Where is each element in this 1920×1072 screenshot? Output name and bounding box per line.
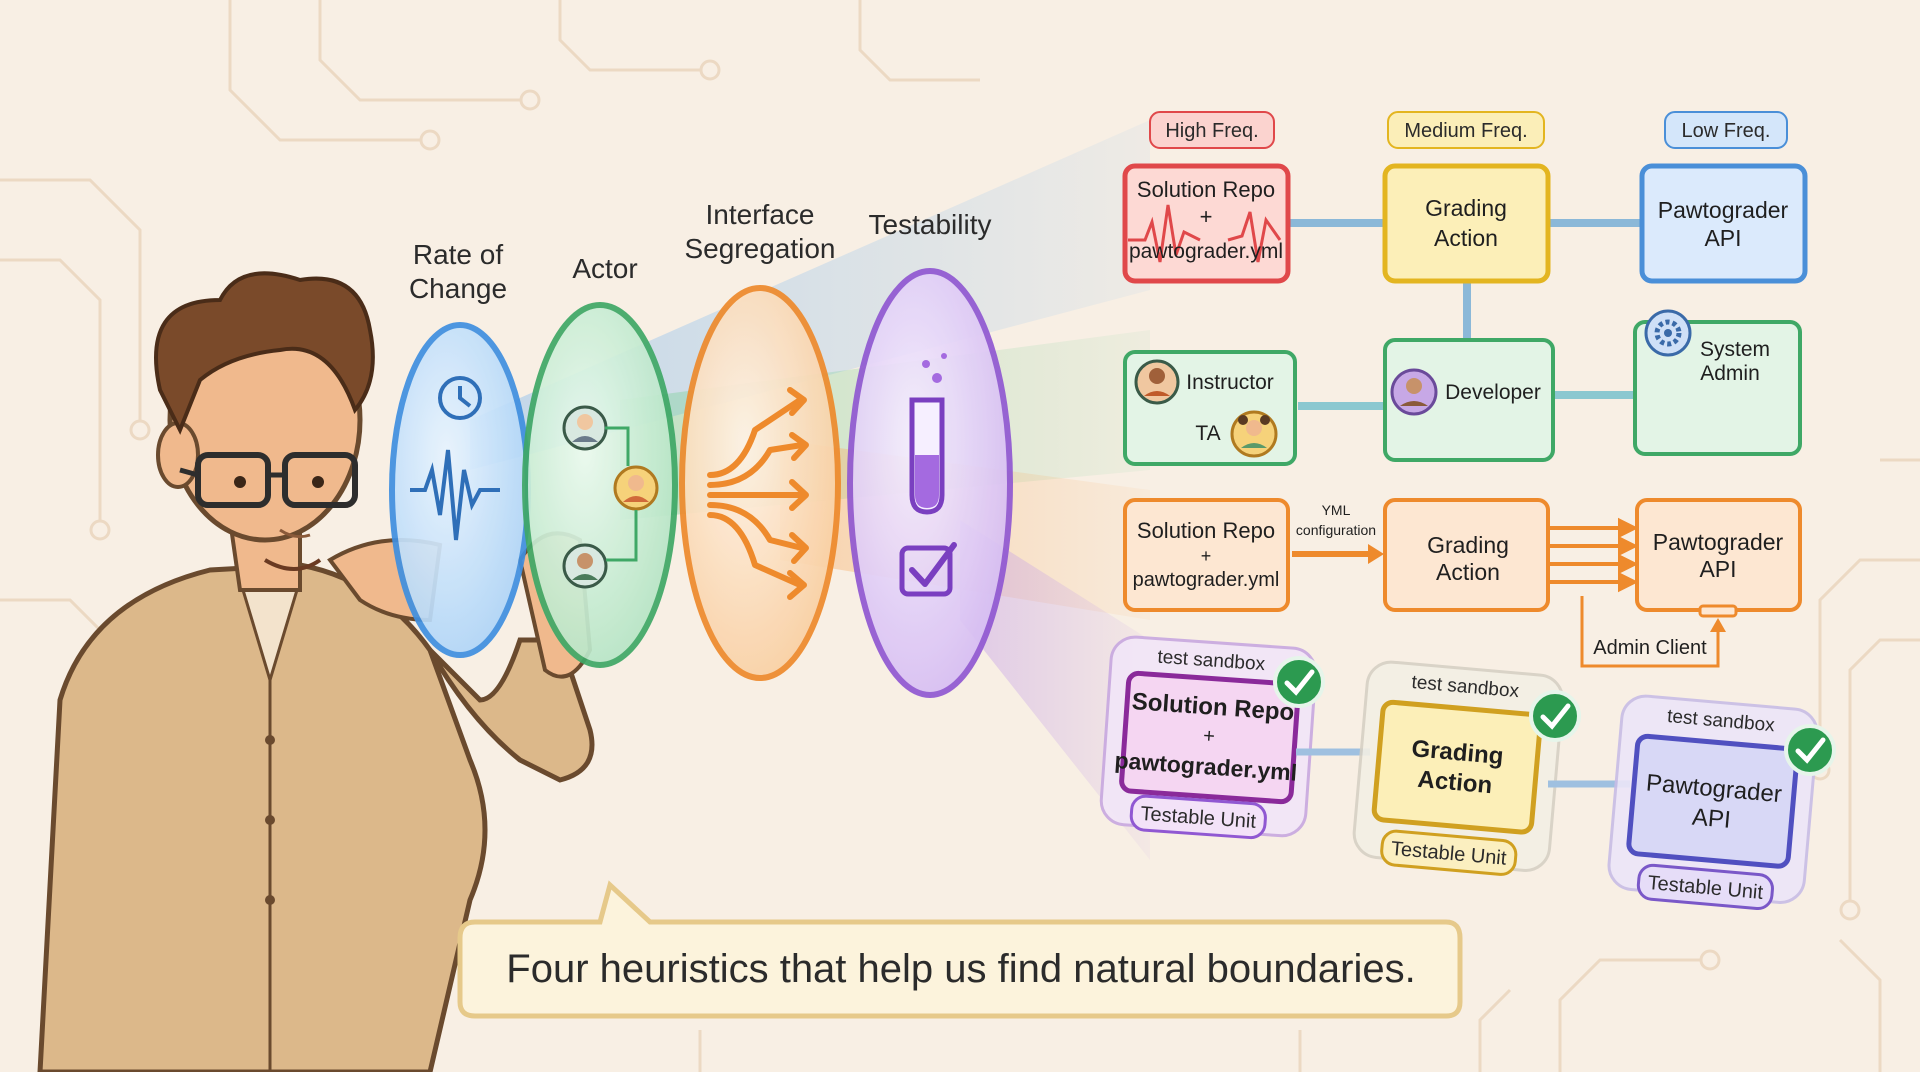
- multi-interface-arrows: [1550, 517, 1639, 593]
- lens-testability: Testability: [847, 209, 1013, 698]
- svg-text:pawtograder.yml: pawtograder.yml: [1129, 240, 1283, 263]
- test-tube-icon: [909, 353, 947, 515]
- row-testability: test sandbox Solution Repo + pawtograder…: [1099, 635, 1836, 911]
- yml-config-label-line1: YML: [1322, 502, 1351, 518]
- lens-rate-title-line2: Change: [409, 273, 507, 304]
- lens-interface-title-line2: Segregation: [684, 233, 835, 264]
- instructor-avatar: [1134, 359, 1180, 405]
- lens-actor-title: Actor: [572, 253, 637, 284]
- svg-text:API: API: [1704, 225, 1741, 251]
- lens-testability-title: Testability: [869, 209, 992, 240]
- svg-text:Action: Action: [1417, 766, 1494, 799]
- svg-text:High Freq.: High Freq.: [1165, 120, 1258, 142]
- svg-text:Grading: Grading: [1427, 532, 1509, 558]
- sandbox-pawtograder-api: test sandbox Pawtograder API Testable Un…: [1607, 694, 1819, 911]
- lens-rate-of-change: Rate of Change: [389, 239, 531, 658]
- waveform-icon: [410, 449, 500, 541]
- yml-config-label-line2: configuration: [1296, 522, 1376, 538]
- sandbox-grading-action: test sandbox Grading Action Testable Uni…: [1352, 660, 1565, 876]
- svg-text:Medium Freq.: Medium Freq.: [1404, 120, 1527, 142]
- developer-label: Developer: [1445, 381, 1541, 404]
- svg-text:Admin: Admin: [1700, 362, 1760, 385]
- svg-text:Action: Action: [1436, 559, 1500, 585]
- check-badge-icon: [1529, 690, 1581, 742]
- row-interface-segregation: Solution Repo + pawtograder.yml YML conf…: [1123, 498, 1802, 668]
- lens-interface-segregation: Interface Segregation: [679, 199, 841, 681]
- tag-low-freq: Low Freq.: [1664, 111, 1788, 149]
- lens-rate-title-line1: Rate of: [413, 239, 503, 270]
- node-grading-action-interface: Grading Action: [1383, 498, 1550, 612]
- svg-text:+: +: [1202, 725, 1215, 748]
- clock-icon: [438, 376, 482, 420]
- svg-text:Low Freq.: Low Freq.: [1682, 120, 1771, 142]
- sandbox-solution-repo: test sandbox Solution Repo + pawtograder…: [1099, 635, 1318, 840]
- row-actor: Instructor TA Developer System: [1123, 309, 1802, 466]
- node-solution-repo-interface: Solution Repo + pawtograder.yml: [1123, 498, 1290, 612]
- svg-text:pawtograder.yml: pawtograder.yml: [1133, 569, 1280, 591]
- speech-text: Four heuristics that help us find natura…: [506, 947, 1415, 991]
- speech-bubble: Four heuristics that help us find natura…: [457, 880, 1463, 1019]
- node-pawtograder-api-interface: Pawtograder API: [1635, 498, 1802, 618]
- tag-high-freq: High Freq.: [1149, 111, 1275, 149]
- node-developer: Developer: [1383, 338, 1555, 462]
- svg-text:+: +: [1201, 546, 1212, 566]
- admin-client-connector: [1580, 596, 1726, 668]
- tag-medium-freq: Medium Freq.: [1387, 111, 1545, 149]
- elder-person-icon: [562, 405, 608, 451]
- svg-text:Solution Repo: Solution Repo: [1137, 177, 1275, 202]
- ta-avatar: [1230, 410, 1278, 458]
- lens-actor: Actor: [522, 253, 678, 668]
- row-rate-of-change: High Freq. Medium Freq. Low Freq. Soluti…: [1122, 111, 1808, 340]
- lens-interface-title-line1: Interface: [706, 199, 815, 230]
- checkbox-check-icon: [899, 542, 957, 597]
- node-grading-action-medium: Grading Action: [1382, 163, 1551, 284]
- svg-text:System: System: [1700, 338, 1770, 361]
- svg-text:API: API: [1691, 804, 1732, 834]
- ta-label: TA: [1195, 422, 1220, 445]
- node-system-admin: System Admin: [1633, 309, 1802, 456]
- node-instructor-ta: Instructor TA: [1123, 350, 1297, 466]
- svg-text:Action: Action: [1434, 225, 1498, 251]
- gear-icon: [1644, 309, 1692, 357]
- svg-text:Pawtograder: Pawtograder: [1658, 197, 1789, 223]
- node-pawtograder-api-low: Pawtograder API: [1639, 163, 1808, 284]
- svg-text:Grading: Grading: [1425, 195, 1507, 221]
- admin-client-label: Admin Client: [1593, 637, 1707, 659]
- branching-arrows-icon: [707, 387, 809, 600]
- woman-person-icon: [613, 465, 659, 511]
- svg-text:Solution Repo: Solution Repo: [1137, 518, 1275, 543]
- check-badge-icon: [1784, 724, 1836, 776]
- svg-text:Pawtograder: Pawtograder: [1653, 529, 1784, 555]
- svg-text:API: API: [1699, 556, 1736, 582]
- developer-avatar: [1390, 368, 1438, 416]
- man-person-icon: [562, 543, 608, 589]
- yml-arrow: [1292, 544, 1384, 564]
- waveform-icon: [1128, 204, 1282, 263]
- node-solution-repo-high: Solution Repo + pawtograder.yml: [1122, 163, 1291, 284]
- svg-text:+: +: [1200, 204, 1213, 229]
- check-badge-icon: [1273, 656, 1325, 708]
- instructor-label: Instructor: [1186, 371, 1274, 394]
